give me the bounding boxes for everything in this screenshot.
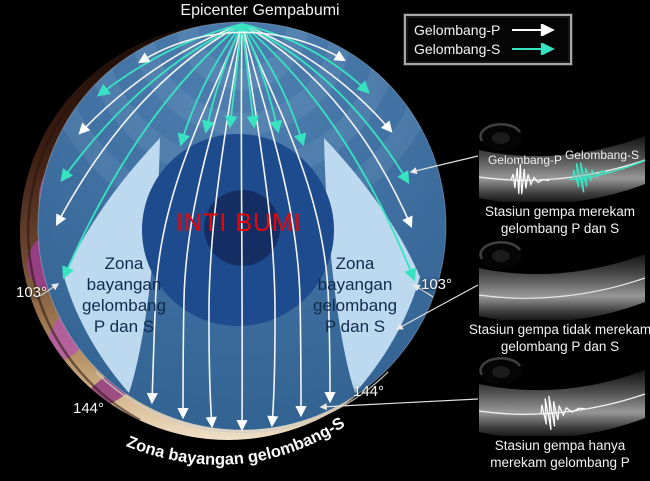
seismogram-trace: [478, 159, 646, 181]
shadow-zone-left: [64, 138, 160, 393]
station-caption: Stasiun gempa hanya merekam gelombang P: [490, 438, 630, 470]
paper-roll-curl: [479, 240, 522, 269]
paper-roll-curl: [479, 356, 522, 385]
station-caption: Stasiun gempa tidak merekam gelombang P …: [468, 322, 650, 354]
angle-label-right-144: 144°: [353, 383, 385, 400]
station-records-p-and-s: Gelombang-P Gelombang-S Stasiun gempa me…: [460, 122, 650, 237]
p-wave-core-rays: [146, 23, 336, 432]
wave-legend: Gelombang-P Gelombang-S: [404, 14, 572, 65]
station-records-none: Stasiun gempa tidak merekam gelombang P …: [460, 240, 650, 355]
station-records-p-only: Stasiun gempa hanya merekam gelombang P: [460, 356, 650, 471]
bottom-surface-arc: [95, 371, 389, 433]
seismogram-strip-p-only: [478, 356, 646, 436]
seismogram-trace: [478, 277, 646, 299]
seismogram-strip-none: [478, 240, 646, 320]
station-caption: Stasiun gempa merekam gelombang P dan S: [484, 204, 636, 236]
inner-core-label: INTI BUMI: [176, 209, 302, 237]
paper-roll-curl: [479, 122, 522, 151]
p-wave-burst: [510, 164, 550, 195]
angle-label-left-103: 103°: [16, 284, 48, 301]
strip-label-p-wave: Gelombang-P: [488, 153, 562, 167]
legend-label-s-wave: Gelombang-S: [414, 40, 501, 57]
seismogram-trace: [478, 393, 646, 415]
s-wave-arrow-icon: [512, 42, 555, 55]
shadow-zone-left-label: Zona bayangan gelombang P dan S: [81, 254, 167, 336]
angle-label-left-144: 144°: [73, 400, 105, 417]
strip-label-s-wave: Gelombang-S: [565, 148, 639, 162]
angle-label-right-103: 103°: [421, 276, 453, 293]
shadow-zone-right-label: Zona bayangan gelombang P dan S: [312, 254, 398, 336]
legend-label-p-wave: Gelombang-P: [414, 21, 501, 38]
station-leader-lines: [39, 155, 479, 411]
s-wave-burst: [572, 162, 609, 193]
page-title: Epicenter Gempabumi: [180, 2, 340, 19]
seismogram-strip-p-and-s: Gelombang-P Gelombang-S: [478, 122, 646, 202]
legend-row-s: Gelombang-S: [414, 39, 562, 58]
legend-row-p: Gelombang-P: [414, 20, 562, 39]
p-wave-burst: [540, 395, 585, 431]
s-wave-rays: [60, 23, 417, 282]
surface-wave-arrow: [138, 31, 346, 64]
p-wave-arrow-icon: [512, 23, 555, 36]
